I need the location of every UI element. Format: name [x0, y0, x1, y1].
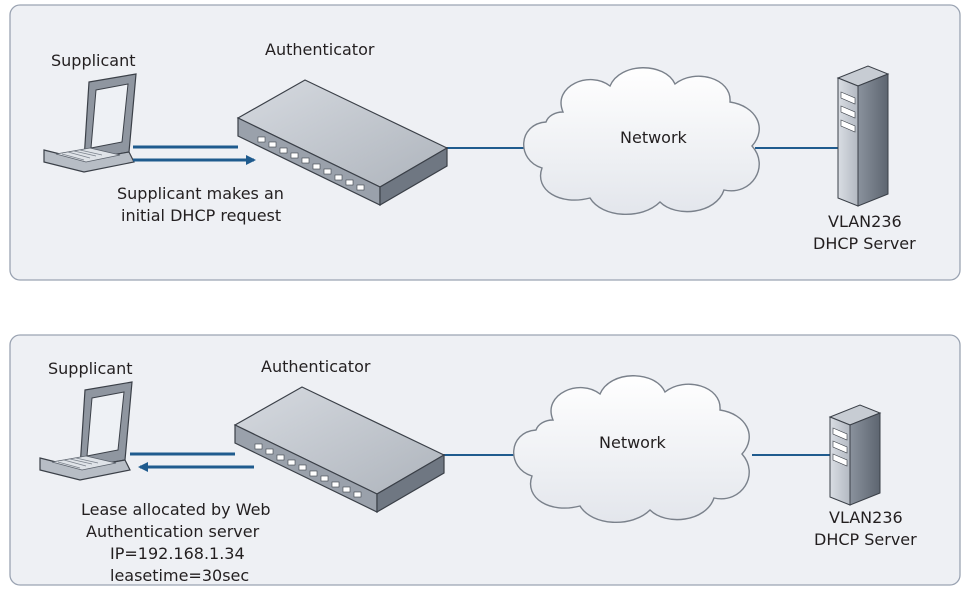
server-label-line-1: VLAN236	[828, 212, 902, 231]
cloud-icon	[523, 67, 760, 215]
caption-line-2: initial DHCP request	[121, 206, 281, 225]
authenticator-label: Authenticator	[261, 357, 371, 376]
server-label-line-1: VLAN236	[829, 508, 903, 527]
network-label: Network	[599, 433, 667, 452]
network-label: Network	[620, 128, 688, 147]
laptop-icon	[39, 381, 133, 481]
server-label-line-2: DHCP Server	[813, 234, 916, 253]
supplicant-label: Supplicant	[51, 51, 136, 70]
caption-line-3: IP=192.168.1.34	[110, 544, 245, 563]
caption-line-1: Lease allocated by Web	[81, 500, 271, 519]
panel-1-background	[9, 4, 961, 281]
panel-2-background	[9, 334, 961, 586]
panel-1: Supplicant Authenticator Network VLAN236…	[9, 4, 961, 281]
server-label-line-2: DHCP Server	[814, 530, 917, 549]
panel-2: Supplicant Authenticator Network VLAN236…	[9, 334, 961, 586]
caption-line-4: leasetime=30sec	[110, 566, 249, 585]
switch-icon	[233, 386, 446, 514]
caption-line-1: Supplicant makes an	[117, 184, 284, 203]
supplicant-label: Supplicant	[48, 359, 133, 378]
server-tower-icon	[836, 65, 890, 207]
server-tower-icon	[828, 404, 882, 506]
cloud-icon	[513, 375, 750, 523]
caption-line-2: Authentication server	[86, 522, 260, 541]
laptop-icon	[43, 73, 137, 173]
switch-icon	[236, 79, 449, 207]
authenticator-label: Authenticator	[265, 40, 375, 59]
